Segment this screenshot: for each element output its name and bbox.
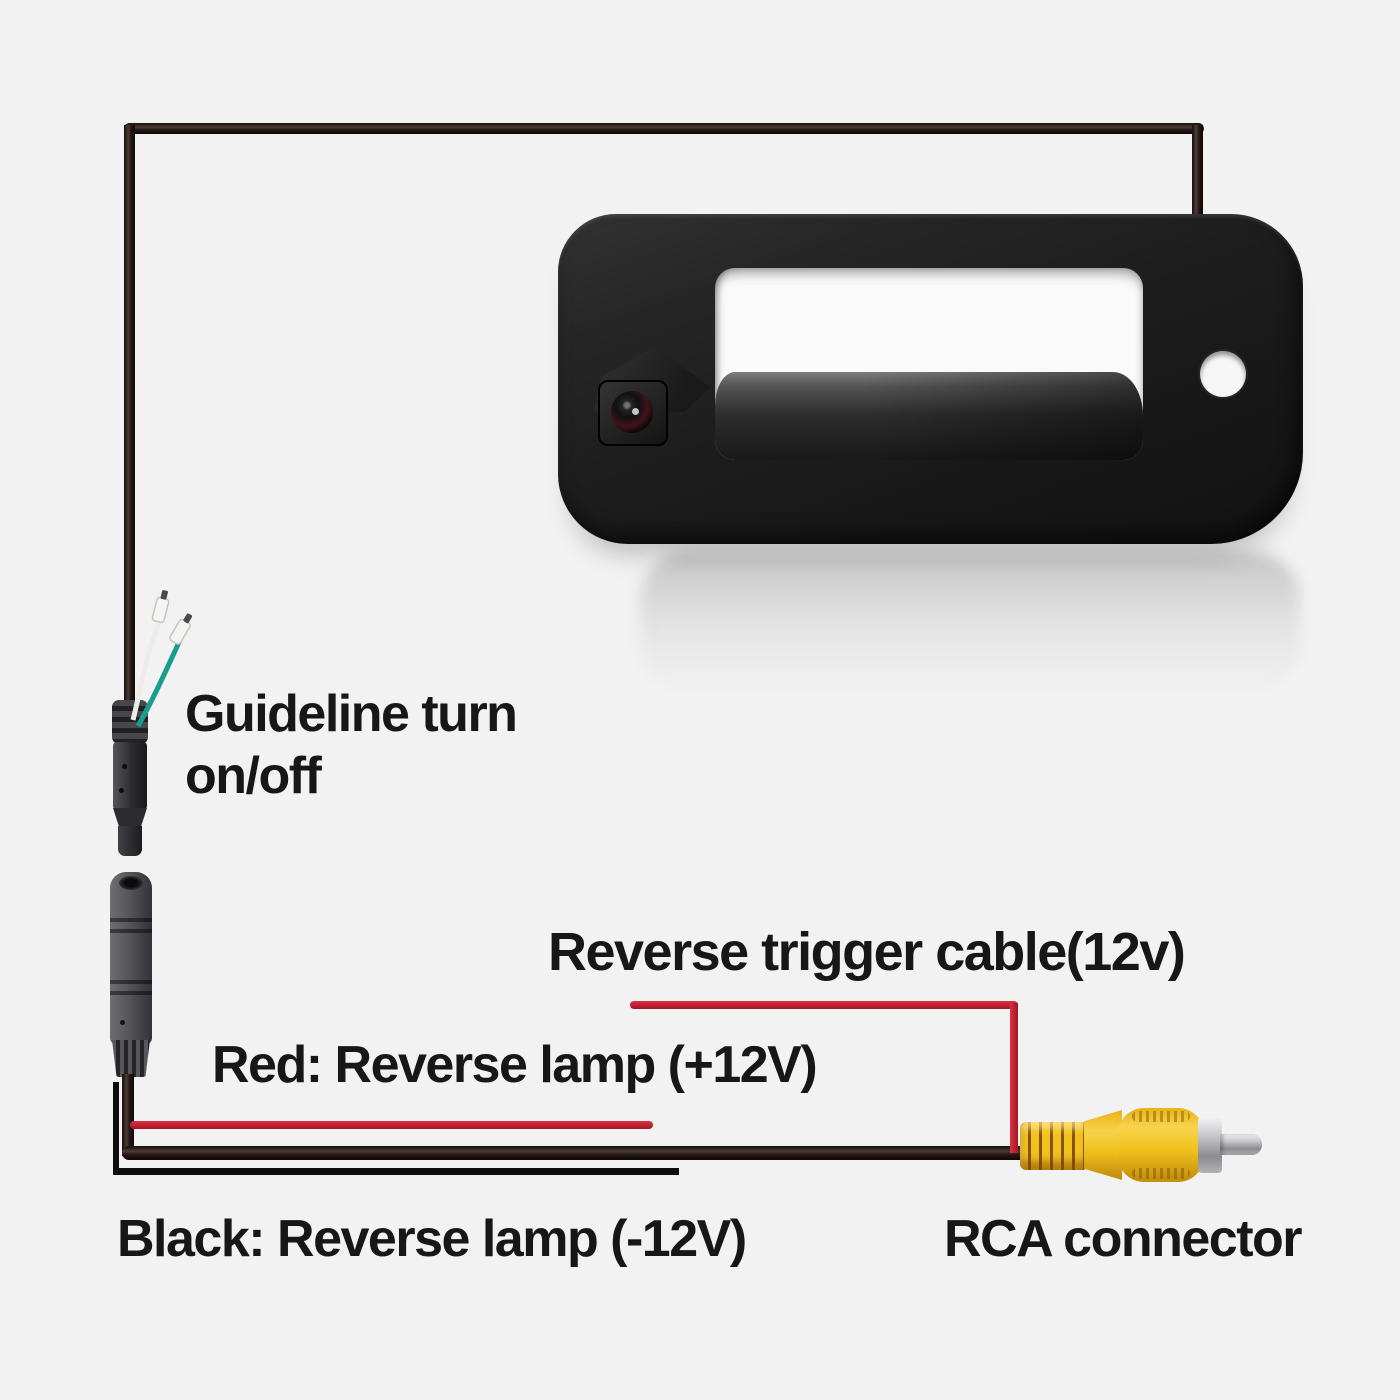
extension-female-connector xyxy=(110,872,152,1077)
black-lamp-label-prefix: Black: xyxy=(117,1210,266,1268)
keyhole-cutout xyxy=(1200,351,1246,397)
handle-grip-shading xyxy=(715,372,1143,460)
red-lamp-label-text: Reverse lamp (+12V) xyxy=(321,1036,818,1094)
guideline-label-line1: Guideline turn xyxy=(185,685,518,743)
female-connector-body xyxy=(110,872,152,1044)
camera-cable-right-segment xyxy=(1192,125,1203,235)
guideline-label-line2: on/off xyxy=(185,747,322,805)
rca-label: RCA connector xyxy=(944,1210,1303,1268)
female-connector-knurl xyxy=(112,1040,150,1077)
connector-tip xyxy=(118,826,142,856)
camera-cable-bottom-run xyxy=(122,1146,1024,1160)
rca-metal-pin xyxy=(1220,1134,1262,1155)
black-lamp-label: Black: Reverse lamp (-12V) xyxy=(117,1209,747,1269)
guideline-toggle-wires xyxy=(130,590,193,728)
handle-window-cutout xyxy=(715,268,1143,460)
red-lamp-wire xyxy=(130,1121,653,1129)
rca-strain-relief-ribs xyxy=(1020,1122,1088,1170)
camera-lens xyxy=(611,391,653,433)
handle-reflection xyxy=(640,552,1300,692)
red-trigger-wire-horizontal xyxy=(630,1001,1018,1009)
guideline-male-connector xyxy=(112,698,148,858)
guideline-pin-tip-2 xyxy=(169,613,193,645)
tailgate-handle-bezel xyxy=(558,214,1303,544)
guideline-pin-tip-1 xyxy=(151,590,170,624)
guideline-label: Guideline turn on/off xyxy=(185,683,518,807)
black-wire-horizontal xyxy=(113,1168,679,1175)
camera-cable-lower-vertical xyxy=(122,1074,134,1156)
guideline-green-wire xyxy=(135,636,184,728)
black-wire-vertical xyxy=(113,1082,119,1174)
red-trigger-wire-vertical xyxy=(1010,1003,1018,1153)
handle-grip-recess xyxy=(715,372,1143,460)
rca-body xyxy=(1118,1108,1204,1182)
camera-faceplate xyxy=(598,380,668,446)
trigger-label: Reverse trigger cable(12v) xyxy=(548,922,1186,982)
rca-metal-collar xyxy=(1198,1117,1222,1173)
red-lamp-label-prefix: Red: xyxy=(212,1036,323,1094)
red-lamp-label: Red: Reverse lamp (+12V) xyxy=(212,1035,818,1095)
connector-taper xyxy=(113,808,147,826)
black-lamp-label-text: Reverse lamp (-12V) xyxy=(264,1210,747,1268)
rca-connector xyxy=(1018,1100,1266,1190)
camera-lens-glint xyxy=(632,408,639,415)
connector-body xyxy=(113,742,147,810)
rca-neck xyxy=(1084,1110,1122,1180)
guideline-white-wire xyxy=(130,616,164,721)
camera-cable-left-segment xyxy=(124,125,135,705)
female-connector-socket-hole xyxy=(119,876,143,890)
camera-cable-top-segment xyxy=(124,123,1204,134)
